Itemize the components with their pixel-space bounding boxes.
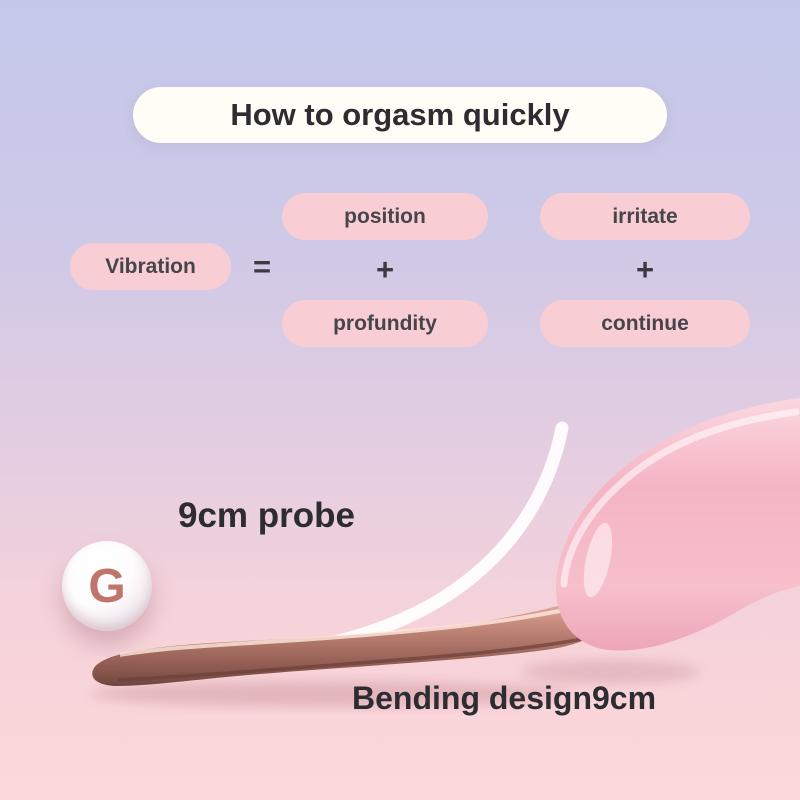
- irritate-pill: irritate: [540, 193, 750, 240]
- title-banner: How to orgasm quickly: [133, 87, 667, 143]
- g-letter: G: [88, 559, 126, 613]
- body-highlight: [560, 408, 800, 588]
- bending-design-label: Bending design9cm: [352, 680, 657, 716]
- equals-sign: =: [252, 248, 272, 284]
- device-metal-tip: [92, 588, 617, 686]
- metal-highlight: [119, 600, 601, 657]
- probe-length-label: 9cm probe: [178, 496, 355, 535]
- profundity-pill: profundity: [282, 300, 488, 347]
- swoosh-decoration: [251, 421, 569, 661]
- device-body: [556, 398, 800, 651]
- position-pill: position: [282, 193, 488, 240]
- metal-underside: [117, 634, 599, 682]
- title-text: How to orgasm quickly: [230, 97, 570, 132]
- g-spot-badge: G: [62, 541, 152, 631]
- plus-sign-2: +: [635, 251, 655, 287]
- head-highlight: [583, 522, 613, 598]
- plus-sign-1: +: [375, 251, 395, 287]
- continue-pill: continue: [540, 300, 750, 347]
- vibration-pill: Vibration: [70, 243, 231, 290]
